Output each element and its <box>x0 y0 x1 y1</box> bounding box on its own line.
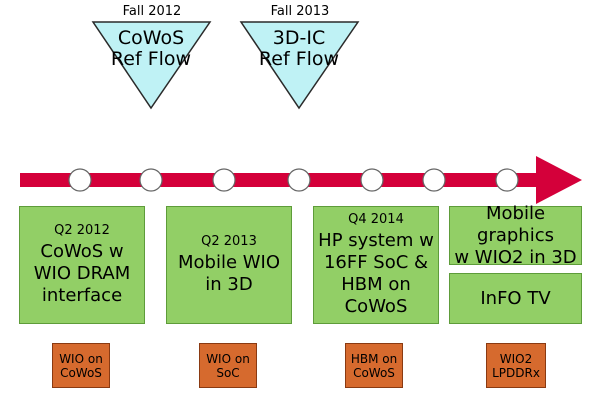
event-quarter: Q4 2014 <box>348 212 404 227</box>
tech-tag-line: WIO on <box>206 351 250 366</box>
milestone-label: CoWoS Ref Flow <box>96 28 206 70</box>
event-box: Mobile graphics w WIO2 in 3D <box>449 202 582 268</box>
tech-tag-line: LPDDRx <box>492 365 540 380</box>
timeline-node <box>360 168 384 192</box>
event-text: in 3D <box>205 274 253 295</box>
event-text: CoWoS <box>344 296 408 317</box>
milestone-label-line: CoWoS <box>117 27 185 49</box>
event-text: Mobile WIO <box>177 252 281 273</box>
event-text: InFO TV <box>480 287 551 309</box>
tech-tag-line: CoWoS <box>60 365 102 380</box>
timeline-node <box>422 168 446 192</box>
milestone-label-line: Ref Flow <box>110 48 192 70</box>
timeline-arrow-head <box>536 156 582 204</box>
milestone-triangle-1 <box>91 21 212 110</box>
tech-tag: WIO on CoWoS <box>52 343 110 388</box>
tech-tag-line: WIO on <box>59 351 103 366</box>
timeline-arrow-shaft <box>20 173 538 187</box>
event-box: Q2 2012 CoWoS w WIO DRAM interface <box>19 206 145 324</box>
tech-tag: HBM on CoWoS <box>345 343 403 388</box>
milestone-date: Fall 2013 <box>270 4 330 19</box>
event-text: HBM on <box>341 274 411 295</box>
event-text: WIO DRAM <box>33 263 131 284</box>
event-box: InFO TV <box>449 273 582 324</box>
timeline-node <box>212 168 236 192</box>
event-text: HP system w <box>318 230 434 251</box>
event-text: CoWoS w <box>40 241 124 262</box>
timeline-node <box>68 168 92 192</box>
milestone-label-line: 3D-IC <box>272 27 326 49</box>
milestone-triangle-2 <box>239 21 360 110</box>
timeline-node <box>139 168 163 192</box>
event-box: Q2 2013 Mobile WIO in 3D <box>166 206 292 324</box>
event-text: interface <box>41 285 123 306</box>
milestone-date: Fall 2012 <box>122 4 182 19</box>
timeline-node <box>495 168 519 192</box>
tech-tag-line: HBM on <box>350 351 398 366</box>
milestone-label-line: Ref Flow <box>258 48 340 70</box>
event-box: Q4 2014 HP system w 16FF SoC & HBM on Co… <box>313 206 439 324</box>
event-quarter: Q2 2012 <box>54 223 110 238</box>
tech-tag-line: WIO2 <box>499 351 533 366</box>
tech-tag-line: CoWoS <box>353 365 395 380</box>
timeline-node <box>287 168 311 192</box>
event-quarter: Q2 2013 <box>201 234 257 249</box>
event-text: Mobile graphics <box>477 202 554 246</box>
event-text: 16FF SoC & <box>323 252 429 273</box>
tech-tag: WIO on SoC <box>199 343 257 388</box>
tech-tag: WIO2 LPDDRx <box>486 343 546 388</box>
milestone-label: 3D-IC Ref Flow <box>244 28 354 70</box>
tech-tag-line: SoC <box>216 365 240 380</box>
event-text: w WIO2 in 3D <box>454 246 577 268</box>
